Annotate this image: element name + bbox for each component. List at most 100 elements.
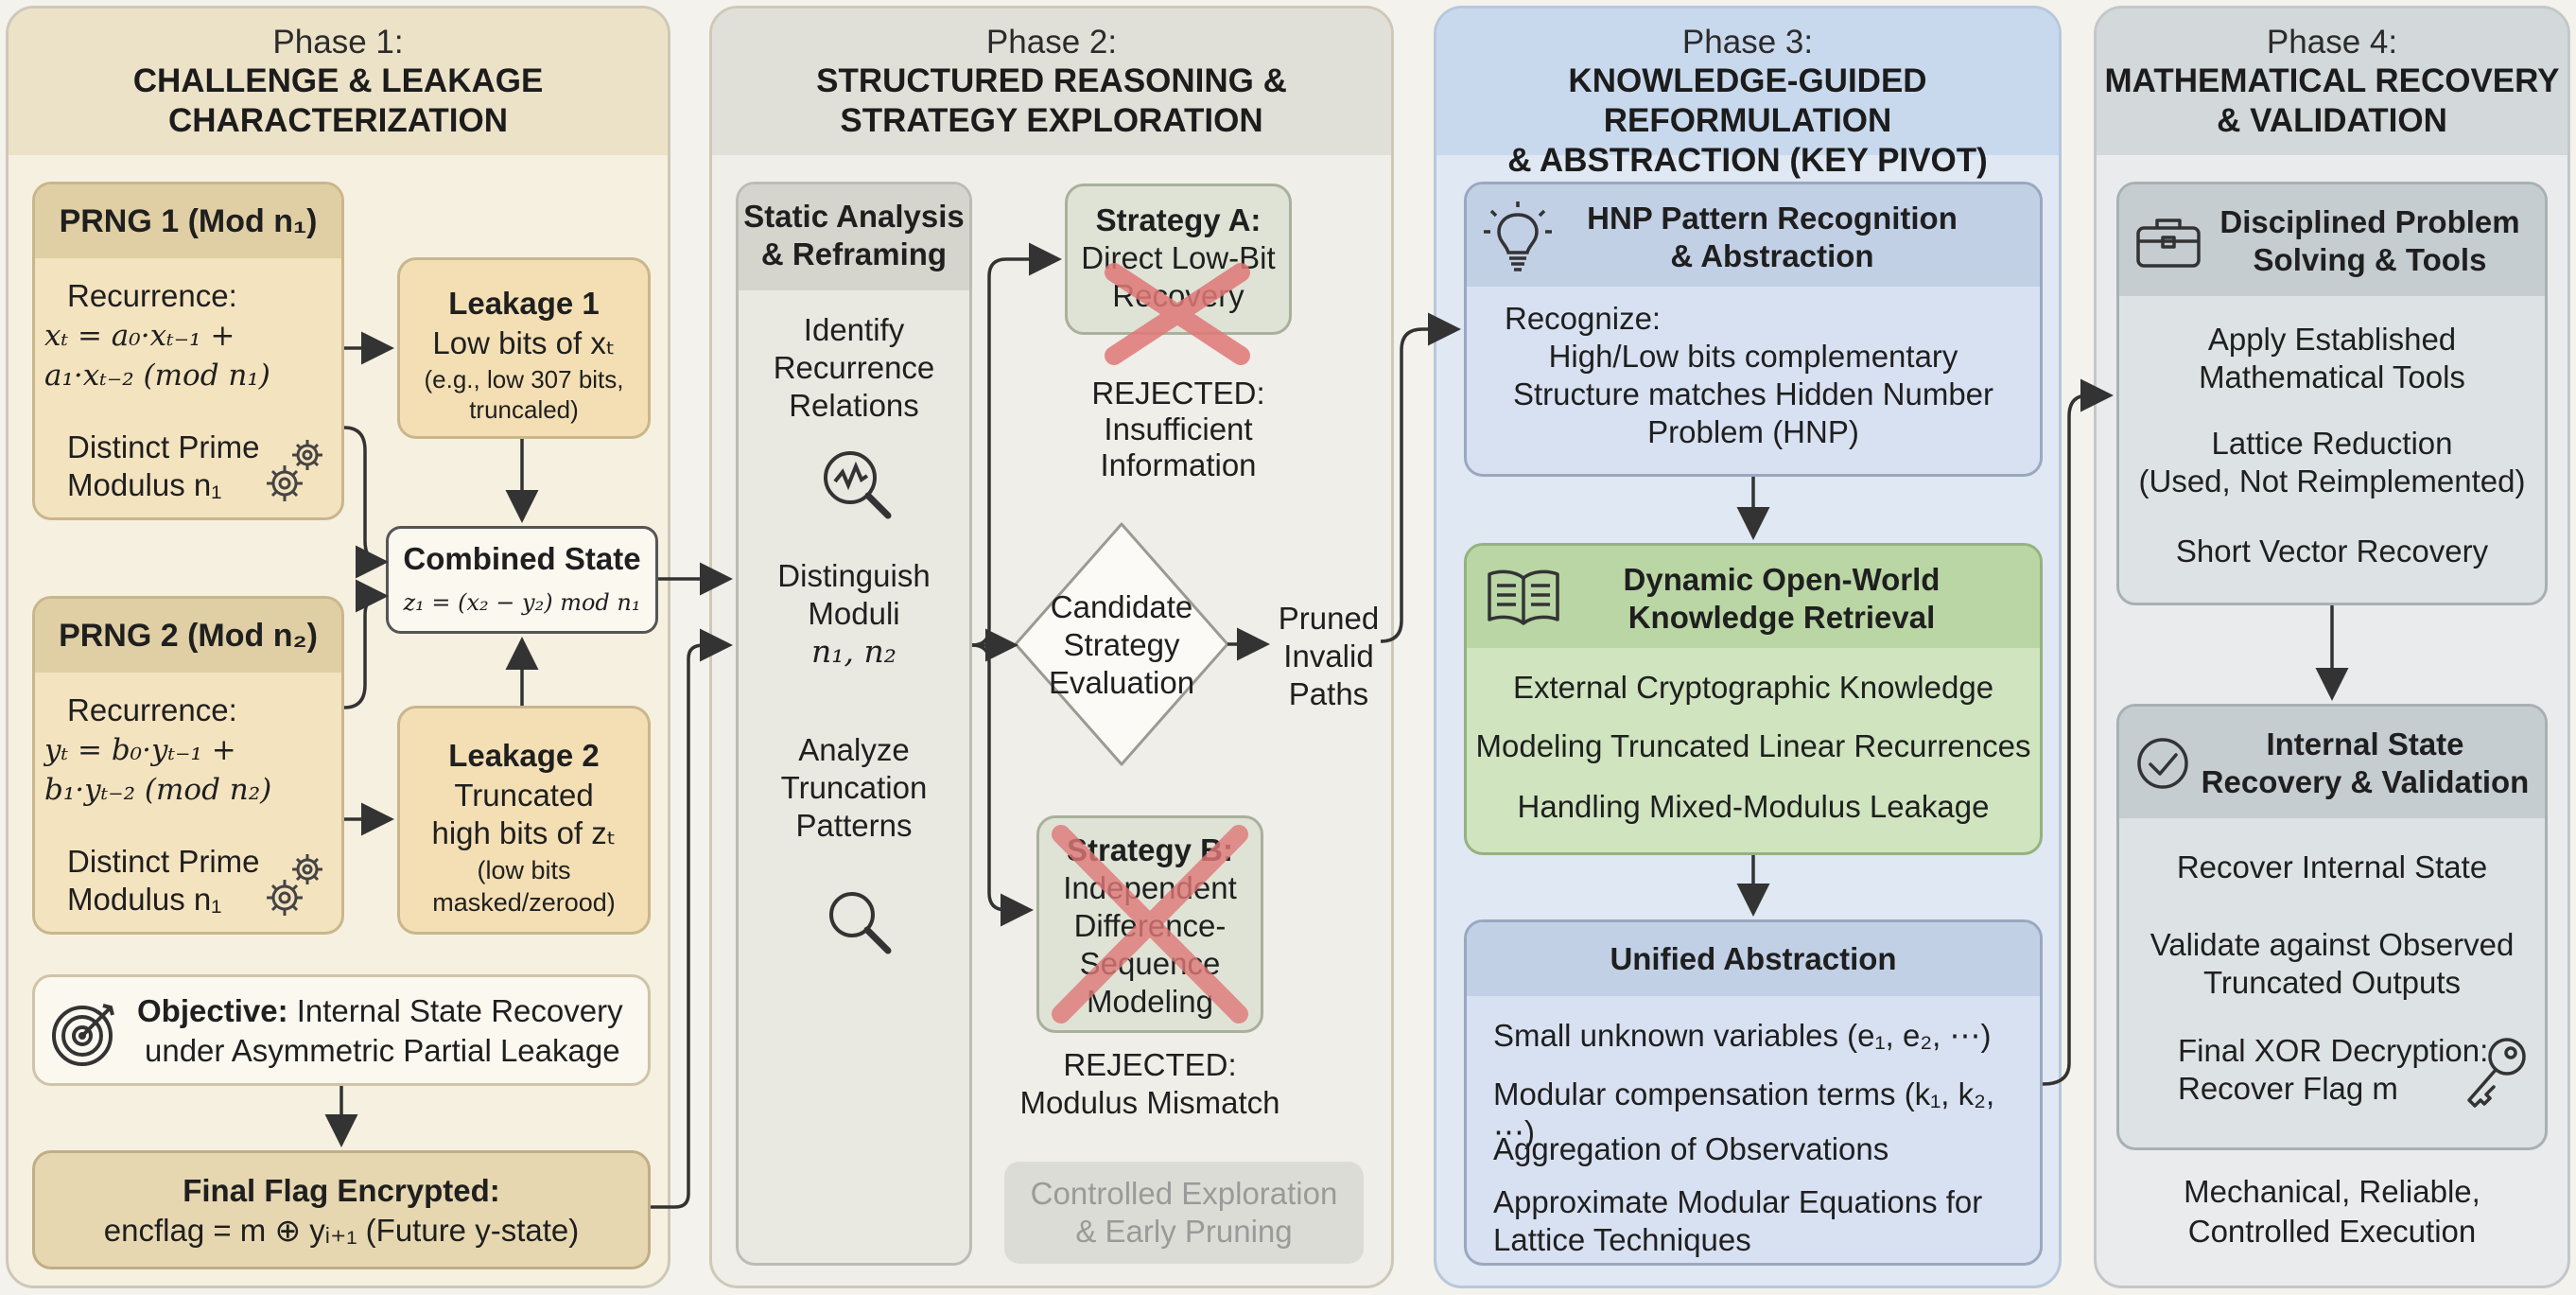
controlled-exploration-box: Controlled Exploration & Early Pruning (1004, 1162, 1364, 1264)
unified-line2: Modular compensation terms (k₁, k₂, ⋯) (1493, 1076, 1995, 1149)
hnp-line3: Problem (HNP) (1647, 414, 1859, 449)
unified-line3: Aggregation of Observations (1493, 1131, 1889, 1166)
final-flag-title: Final Flag Encrypted: (183, 1173, 500, 1208)
prng2-modulus-line2: Modulus n₁ (67, 882, 222, 917)
strategy-b-line5: Modeling (1087, 984, 1213, 1019)
book-icon (1488, 569, 1559, 625)
unified-line4a: Approximate Modular Equations for (1493, 1184, 1983, 1219)
phase-3-title-line2: & ABSTRACTION (KEY PIVOT) (1507, 142, 1988, 179)
magnifier-chart-icon (824, 451, 892, 519)
disciplined-line3: Short Vector Recovery (2175, 534, 2489, 569)
objective-line2: under Asymmetric Partial Leakage (145, 1033, 620, 1068)
prng1-modulus-line1: Distinct Prime (67, 429, 260, 464)
knowledge-line3: Handling Mixed-Modulus Leakage (1517, 789, 1990, 824)
distinguish-line1: Distinguish (777, 558, 931, 593)
objective-box: Objective: Internal State Recovery under… (32, 974, 651, 1086)
final-flag-equation: encflag = m ⊕ yᵢ₊₁ (Future y-state) (103, 1213, 580, 1248)
arrow-pruned-to-hnp (1380, 312, 1461, 643)
candidate-line1: Candidate (1050, 589, 1193, 624)
prng1-title: PRNG 1 (Mod n₁) (35, 184, 341, 258)
unified-line1: Small unknown variables (e₁, e₂, ⋯) (1493, 1018, 1992, 1053)
identify-line2: Recurrence (773, 350, 935, 385)
hnp-box: HNP Pattern Recognition & Abstraction Re… (1464, 182, 2043, 477)
phase-2-title-line1: STRUCTURED REASONING & (816, 62, 1287, 99)
pruned-line1: Pruned (1278, 601, 1380, 636)
prng2-equation-line2: b₁·yₜ₋₂ (mod n₂) (44, 773, 272, 807)
hnp-recognize: Recognize: (1505, 301, 1662, 336)
analyze-line1: Analyze (798, 732, 910, 767)
arrow-static-to-strategy-b (971, 643, 1034, 927)
prng2-equation-line1: yₜ = b₀·yₜ₋₁ + (44, 733, 236, 767)
pruned-line3: Paths (1288, 676, 1369, 711)
phase-4-header: Phase 4: MATHEMATICAL RECOVERY & VALIDAT… (2097, 9, 2567, 155)
phase-4-title-line1: MATHEMATICAL RECOVERY (2104, 62, 2560, 99)
prng1-modulus-line2: Modulus n₁ (67, 467, 222, 502)
prng2-recurrence-label: Recurrence: (67, 692, 237, 727)
hnp-line1: High/Low bits complementary (1548, 339, 1958, 374)
prng1-equation-line2: a₁·xₜ₋₂ (mod n₁) (44, 359, 270, 393)
gear-icon (267, 854, 322, 916)
prng1-equation-line1: xₜ = a₀·xₜ₋₁ + (44, 319, 235, 353)
leakage2-line4: masked/zerood) (432, 888, 616, 917)
arrow-final-to-static (651, 628, 733, 1209)
combined-state-box: Combined State z₁ = (x₂ − y₂) mod n₁ (386, 526, 658, 634)
leakage1-title: Leakage 1 (448, 286, 600, 321)
static-analysis-title2: & Reframing (760, 236, 948, 271)
knowledge-line1: External Cryptographic Knowledge (1512, 670, 1994, 705)
controlled-line1: Controlled Exploration (1030, 1176, 1338, 1211)
disciplined-line1b: Mathematical Tools (2199, 359, 2465, 394)
internal-state-line2a: Validate against Observed (2150, 927, 2515, 962)
prng1-box: PRNG 1 (Mod n₁) Recurrence: xₜ = a₀·xₜ₋₁… (32, 182, 344, 520)
internal-state-line3a: Final XOR Decryption: (2178, 1033, 2489, 1068)
final-flag-box: Final Flag Encrypted: encflag = m ⊕ yᵢ₊₁… (32, 1150, 651, 1269)
leakage2-line3: (low bits (477, 856, 571, 884)
internal-state-header: Internal State Recovery & Validation (2119, 707, 2545, 818)
rejected-b-line2: Modulus Mismatch (1019, 1085, 1280, 1120)
unified-line4b: Lattice Techniques (1493, 1222, 1751, 1257)
knowledge-title1: Dynamic Open-World (1623, 562, 1941, 597)
rejected-cross-icon (1052, 825, 1248, 1024)
phase-1-number: Phase 1: (272, 24, 404, 61)
controlled-line2: & Early Pruning (1075, 1214, 1293, 1249)
hnp-title2: & Abstraction (1670, 238, 1874, 273)
static-analysis-box: Static Analysis & Reframing Identify Rec… (736, 182, 972, 1266)
phase-1-title-line2: CHARACTERIZATION (167, 102, 509, 139)
rejected-b-line1: REJECTED: (1063, 1047, 1237, 1082)
internal-state-title1: Internal State (2266, 726, 2464, 761)
phase-4-title-line2: & VALIDATION (2217, 102, 2447, 139)
hnp-line2: Structure matches Hidden Number (1512, 376, 1994, 411)
static-analysis-title1: Static Analysis (743, 199, 965, 234)
combined-state-title: Combined State (403, 541, 641, 576)
gear-icon (267, 440, 322, 501)
rejected-cross-icon (1105, 263, 1250, 365)
disciplined-line2a: Lattice Reduction (2211, 426, 2453, 461)
distinguish-line2: Moduli (808, 596, 900, 631)
unified-abstraction-box: Unified Abstraction Small unknown variab… (1464, 919, 2043, 1266)
disciplined-line1a: Apply Established (2207, 322, 2457, 357)
knowledge-retrieval-box: Dynamic Open-World Knowledge Retrieval E… (1464, 543, 2043, 855)
lightbulb-icon (1484, 201, 1552, 271)
phase-3-header: Phase 3: KNOWLEDGE-GUIDED REFORMULATION … (1436, 9, 2059, 179)
phase-2-number: Phase 2: (985, 24, 1118, 61)
toolbox-icon (2136, 219, 2201, 268)
internal-state-line2b: Truncated Outputs (2202, 965, 2462, 1000)
leakage2-box: Leakage 2 Truncated high bits of zₜ (low… (397, 706, 651, 935)
candidate-line2: Strategy (1063, 627, 1180, 662)
knowledge-title2: Knowledge Retrieval (1627, 600, 1936, 635)
leakage1-line1: Low bits of xₜ (432, 325, 616, 360)
strategy-a-title: Strategy A: (1095, 202, 1262, 237)
identify-line3: Relations (789, 388, 919, 423)
arrow-prng1-to-combined (343, 426, 389, 579)
prng2-title: PRNG 2 (Mod n₂) (35, 599, 341, 673)
target-icon (52, 1004, 114, 1066)
prng1-recurrence-label: Recurrence: (67, 278, 237, 313)
leakage2-title: Leakage 2 (448, 738, 600, 773)
disciplined-line2b: (Used, Not Reimplemented) (2138, 464, 2526, 499)
phase-3-number: Phase 3: (1681, 24, 1814, 61)
internal-state-line1: Recover Internal State (2176, 849, 2488, 884)
hnp-title1: HNP Pattern Recognition (1587, 201, 1958, 236)
arrow-prng2-to-combined (343, 579, 389, 709)
disciplined-title2: Solving & Tools (2253, 242, 2487, 277)
internal-state-box: Internal State Recovery & Validation Rec… (2116, 704, 2548, 1150)
objective-line1: Objective: Internal State Recovery (137, 992, 623, 1030)
